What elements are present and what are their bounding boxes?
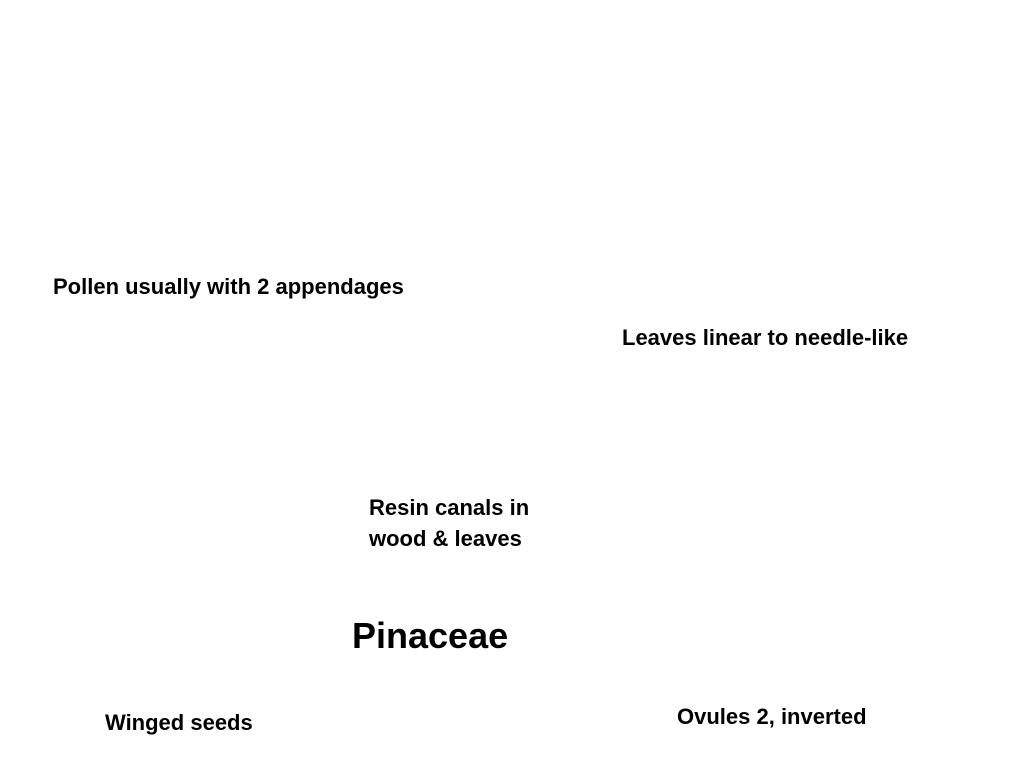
trait-leaves: Leaves linear to needle-like	[622, 325, 909, 350]
trait-resin-line-1: Resin canals in	[369, 495, 530, 520]
trait-winged-seeds: Winged seeds	[105, 710, 253, 735]
trait-resin-line-2: wood & leaves	[369, 526, 522, 551]
trait-resin-canals: Resin canals in wood & leaves	[369, 492, 529, 554]
trait-pollen: Pollen usually with 2 appendages	[53, 274, 404, 299]
slide-title: Pinaceae	[352, 615, 509, 656]
trait-ovules: Ovules 2, inverted	[677, 704, 867, 729]
